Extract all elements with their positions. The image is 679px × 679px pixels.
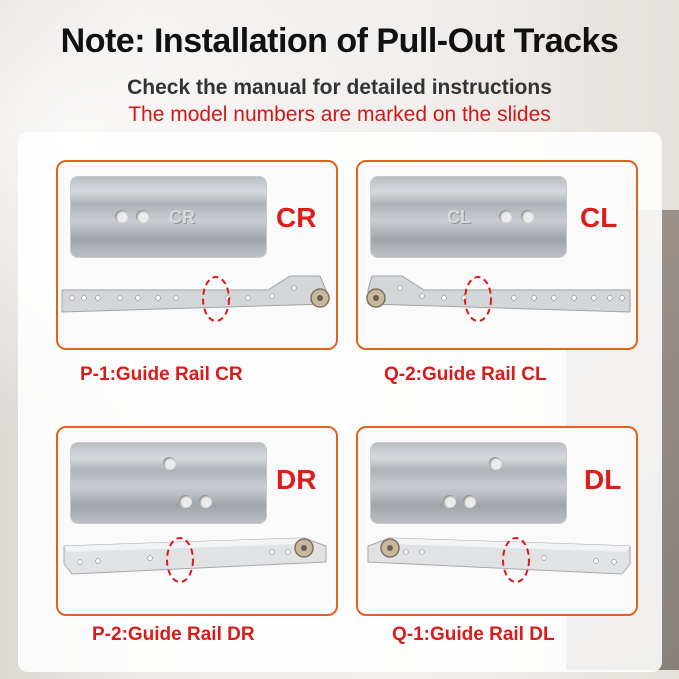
rail-hole	[115, 210, 128, 223]
rail-hole	[489, 457, 502, 470]
rail-hole	[443, 495, 456, 508]
caption-guide-rail-dr: P-2:Guide Rail DR	[92, 624, 255, 645]
instructions-subtitle: Check the manual for detailed instructio…	[127, 76, 552, 99]
rail-code-label: CL	[580, 202, 618, 233]
rail-hole	[521, 210, 534, 223]
zoomed-rail-photo: CR	[70, 176, 267, 258]
rail-photo	[63, 537, 327, 583]
rail-stamp: CL	[447, 207, 471, 227]
rail-hole	[163, 457, 176, 470]
card-guide-rail-dr: DR	[56, 426, 338, 616]
rail-stamp: CR	[169, 207, 195, 227]
rail-code-label: DL	[584, 464, 622, 495]
rail-code-label: CR	[276, 202, 317, 233]
rail-hole	[463, 495, 476, 508]
rail-hole	[136, 210, 149, 223]
model-number-note: The model numbers are marked on the slid…	[128, 103, 551, 126]
card-guide-rail-dl: DL	[356, 426, 638, 616]
card-guide-rail-cr: CR CR	[56, 160, 338, 350]
rail-photo	[61, 275, 330, 322]
zoomed-rail-photo	[370, 442, 567, 524]
card-guide-rail-cl: CL CL	[356, 160, 638, 350]
rail-hole	[499, 210, 512, 223]
caption-guide-rail-cl: Q-2:Guide Rail CL	[384, 364, 547, 385]
rail-photo	[367, 537, 631, 583]
rail-photo	[366, 275, 631, 322]
zoomed-rail-photo	[70, 442, 267, 524]
page-title: Note: Installation of Pull-Out Tracks	[60, 22, 619, 60]
rail-hole	[179, 495, 192, 508]
zoomed-rail-photo: CL	[370, 176, 567, 258]
caption-guide-rail-cr: P-1:Guide Rail CR	[80, 364, 243, 385]
caption-guide-rail-dl: Q-1:Guide Rail DL	[392, 624, 555, 645]
rail-hole	[199, 495, 212, 508]
rail-code-label: DR	[276, 464, 317, 495]
